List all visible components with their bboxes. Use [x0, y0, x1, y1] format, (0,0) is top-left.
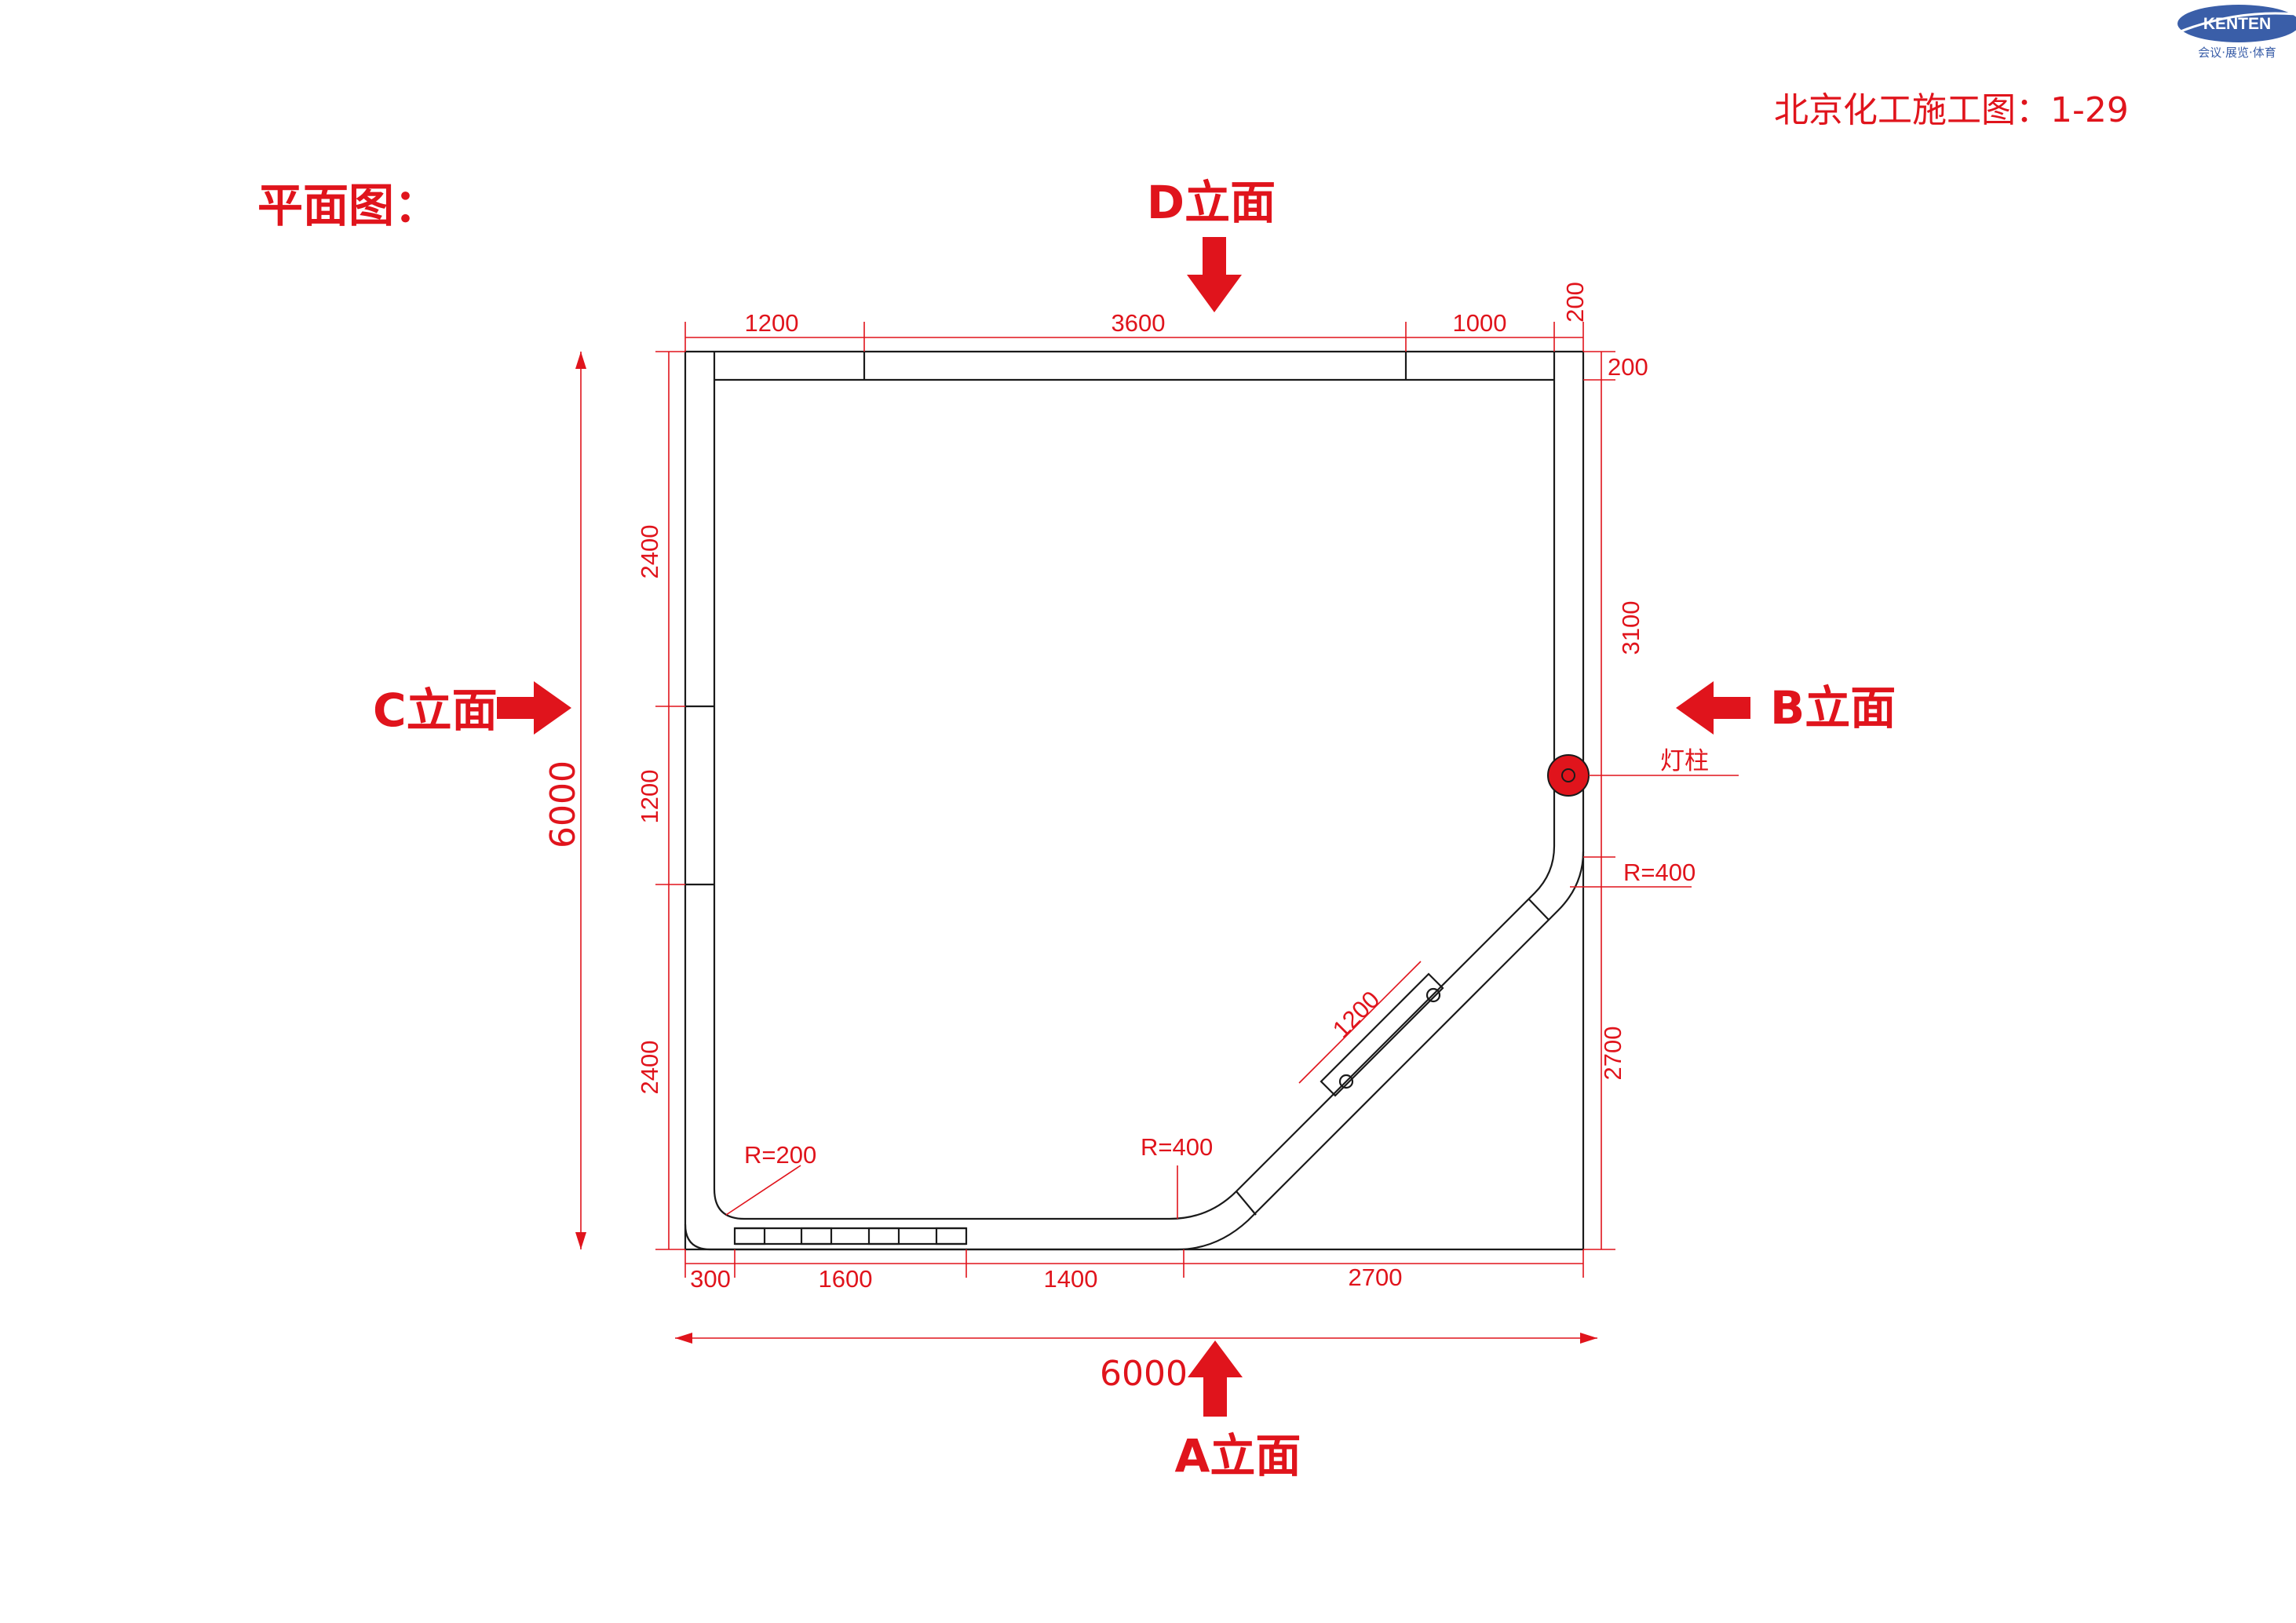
elevation-b-marker: B立面: [1676, 681, 1896, 735]
diagonal-outer-wall: [684, 851, 1585, 1251]
plan-walls: [684, 350, 1590, 1251]
elevation-a-arrow: [1188, 1340, 1243, 1417]
diag-joint-1: [1236, 1191, 1257, 1216]
plan-title: 平面图：: [257, 179, 440, 232]
left-dim-1200: 1200: [636, 770, 663, 824]
overall-height-arrow-top: [575, 352, 586, 369]
bottom-storage-boxes: [733, 1227, 968, 1246]
light-column-label: 灯柱: [1660, 747, 1709, 775]
bottom-box-4: [935, 1227, 968, 1246]
overall-width-arrow-right: [1580, 1333, 1597, 1344]
sheet-title: 北京化工施工图：1-29: [1774, 90, 2129, 130]
bottom-dim-1400: 1400: [1044, 1265, 1098, 1293]
left-and-bottom-inner-wall: [713, 380, 1556, 1220]
elevation-d-arrow: [1187, 237, 1242, 312]
elevation-a-marker: A立面: [1175, 1340, 1301, 1483]
overall-width-label: 6000: [1100, 1354, 1188, 1394]
logo-swoosh: [2180, 12, 2296, 33]
diag-joint-2: [1528, 899, 1550, 921]
left-dim-2400-bottom: 2400: [636, 1041, 663, 1095]
elevation-d-label: D立面: [1147, 176, 1276, 229]
overall-width-arrow-left: [675, 1333, 692, 1344]
bottom-box-2: [800, 1227, 833, 1246]
bottom-dim-2700: 2700: [1349, 1264, 1403, 1291]
bottom-box-3: [867, 1227, 900, 1246]
light-column-disc: [1547, 754, 1590, 797]
radius-right: R=400: [1623, 859, 1696, 886]
diagonal-dim-line: [1298, 961, 1422, 1084]
top-dim-1200: 1200: [745, 309, 799, 337]
diagonal-counter: [1320, 972, 1444, 1097]
top-right-dim-horizontal: 200: [1608, 353, 1648, 381]
outer-boundary: [684, 350, 1585, 1251]
top-dim-1000: 1000: [1453, 309, 1507, 337]
logo-tagline: 会议·展览·体育: [2198, 46, 2276, 60]
diagonal-dim-1200: 1200: [1327, 986, 1385, 1044]
dimension-lines: [575, 322, 1739, 1344]
radius-bottom-middle: R=400: [1141, 1133, 1213, 1161]
left-dim-2400-top: 2400: [636, 525, 663, 579]
elevation-a-label: A立面: [1175, 1429, 1301, 1483]
counter-circle-1: [1338, 1074, 1354, 1089]
elevation-b-arrow: [1676, 681, 1750, 735]
elevation-d-marker: D立面: [1147, 176, 1276, 312]
light-column-center: [1561, 768, 1575, 782]
counter-circle-2: [1425, 987, 1441, 1003]
elevation-b-label: B立面: [1770, 681, 1896, 735]
elevation-c-label: C立面: [373, 684, 498, 737]
elevation-c-arrow: [497, 681, 571, 735]
top-right-dim-vertical: 200: [1561, 282, 1589, 323]
logo-brand-text: KENTEN: [2203, 15, 2271, 33]
overall-height-arrow-bottom: [575, 1232, 586, 1249]
light-column: [1547, 754, 1590, 797]
dimension-texts: 1200 3600 1000 200 200 3100 2700 2400 12…: [543, 282, 1709, 1394]
bottom-dim-1600: 1600: [819, 1265, 873, 1293]
kenten-logo: KENTEN 会议·展览·体育: [2177, 5, 2296, 60]
top-dim-3600: 3600: [1111, 309, 1166, 337]
right-dim-2700: 2700: [1599, 1027, 1626, 1081]
radius-leader-bottom-left: [725, 1165, 801, 1216]
radius-bottom-left: R=200: [744, 1141, 816, 1169]
elevation-c-marker: C立面: [373, 681, 571, 737]
bottom-dim-300: 300: [690, 1265, 731, 1293]
overall-height-label: 6000: [543, 760, 583, 848]
right-dim-3100: 3100: [1617, 601, 1644, 655]
bottom-box-1: [733, 1227, 766, 1246]
